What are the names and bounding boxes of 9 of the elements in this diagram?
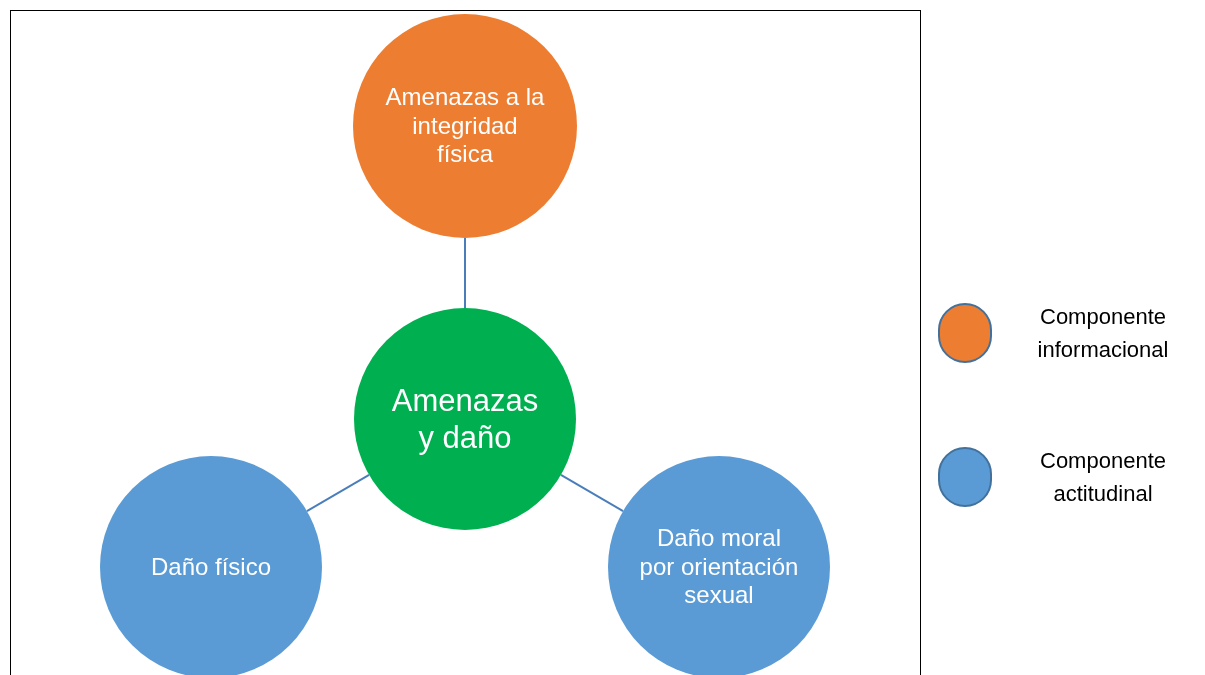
legend-label: Componente informacional [1036, 303, 1170, 364]
connector-line [305, 473, 371, 513]
connector-line [464, 237, 466, 309]
circle-label: Amenazas y daño [390, 381, 540, 457]
circle-label: Daño moral por orientación sexual [639, 523, 799, 611]
circle-label: Amenazas a la integridad física [385, 82, 545, 170]
connector-line [559, 473, 625, 513]
legend-label: Componente actitudinal [1039, 447, 1167, 508]
circle-label: Daño físico [150, 552, 272, 582]
